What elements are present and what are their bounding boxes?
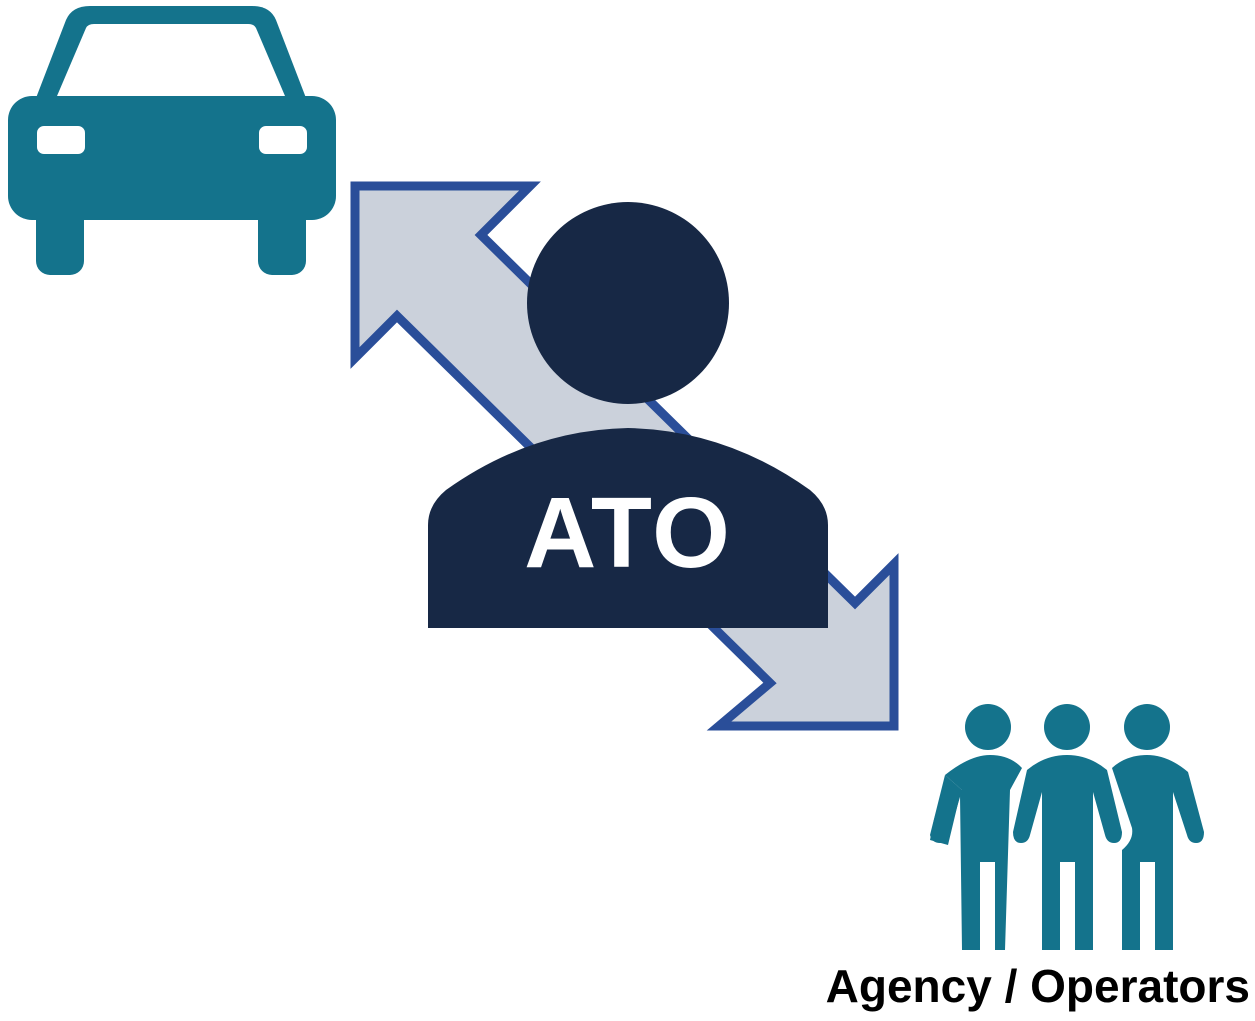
person-icon — [428, 202, 828, 628]
agency-operators-label: Agency / Operators — [825, 960, 1250, 1012]
headlight-left — [37, 126, 85, 154]
ato-label: ATO — [524, 477, 732, 589]
people-group-icon — [930, 704, 1204, 950]
windshield — [57, 24, 285, 96]
headlight-right — [259, 126, 307, 154]
